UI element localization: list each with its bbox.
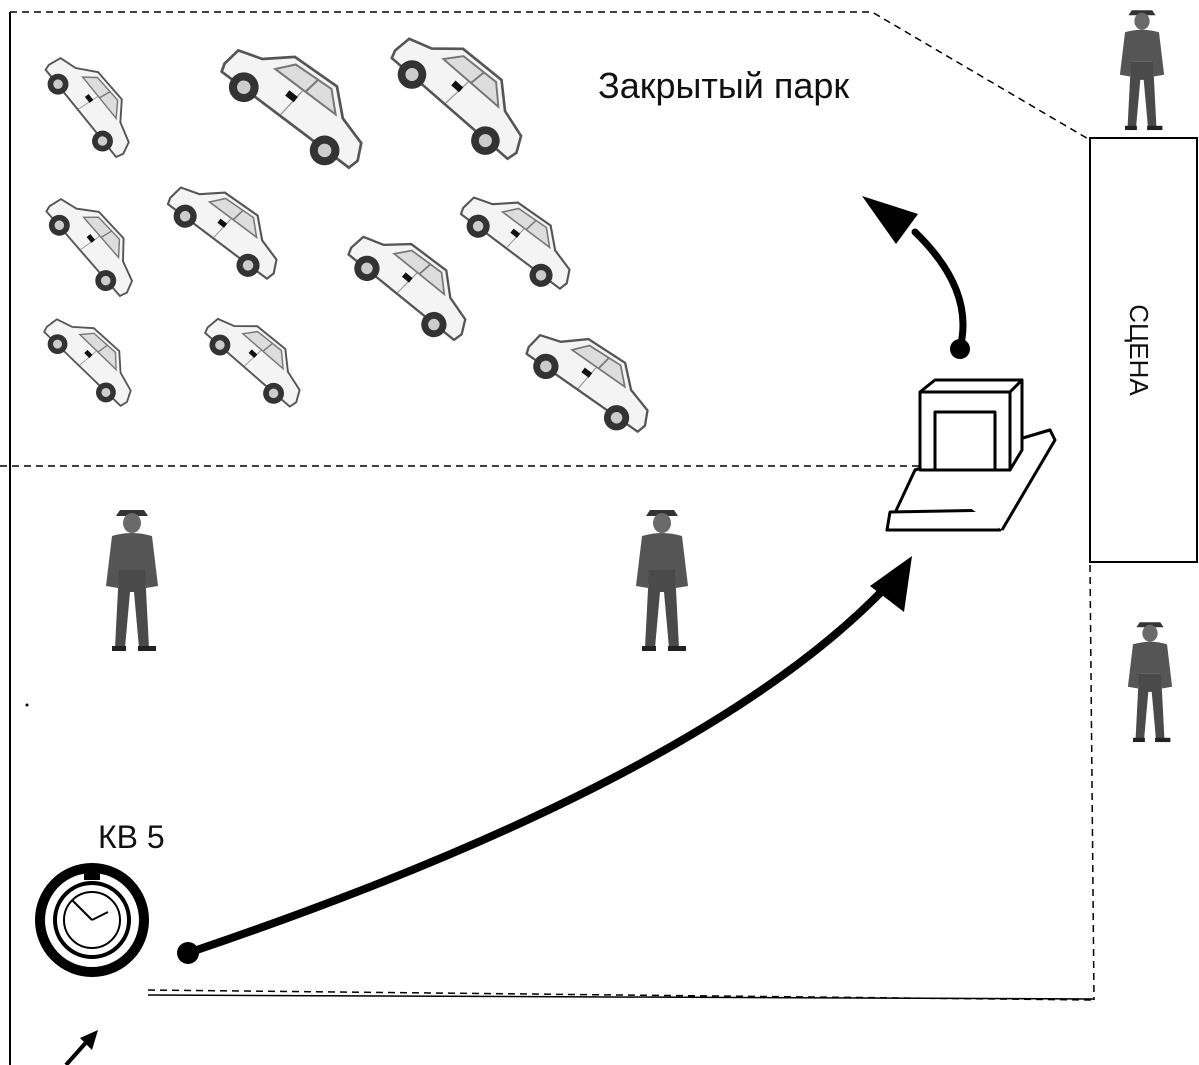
car-icon bbox=[379, 12, 548, 174]
car-icon bbox=[196, 299, 319, 418]
car-icon bbox=[35, 41, 150, 167]
guard-icon bbox=[1119, 10, 1165, 131]
arrow-to-park bbox=[911, 228, 967, 352]
gate-icon bbox=[885, 378, 1057, 532]
car-icon bbox=[338, 213, 488, 354]
car-icon bbox=[35, 301, 150, 416]
arrow-to-gate bbox=[184, 584, 889, 957]
car-icon bbox=[516, 310, 670, 446]
guard-icon bbox=[1127, 622, 1173, 743]
stage-label: СЦЕНА bbox=[1124, 304, 1154, 396]
car-icon bbox=[209, 21, 388, 184]
bottom-boundary bbox=[147, 989, 1095, 1001]
guard-icon bbox=[636, 510, 688, 651]
car-icon bbox=[451, 175, 590, 301]
car-icon bbox=[36, 182, 153, 306]
car-icon bbox=[158, 165, 297, 291]
guard-icon bbox=[106, 510, 158, 651]
bottom-line bbox=[147, 994, 1095, 1000]
closed-park-border bbox=[10, 11, 1091, 141]
stage-box bbox=[1089, 137, 1198, 563]
stopwatch-icon bbox=[35, 863, 149, 977]
closed-park-label: Закрытый парк bbox=[598, 65, 849, 106]
checkpoint-label: КВ 5 bbox=[98, 819, 165, 855]
right-boundary bbox=[1089, 564, 1095, 1001]
